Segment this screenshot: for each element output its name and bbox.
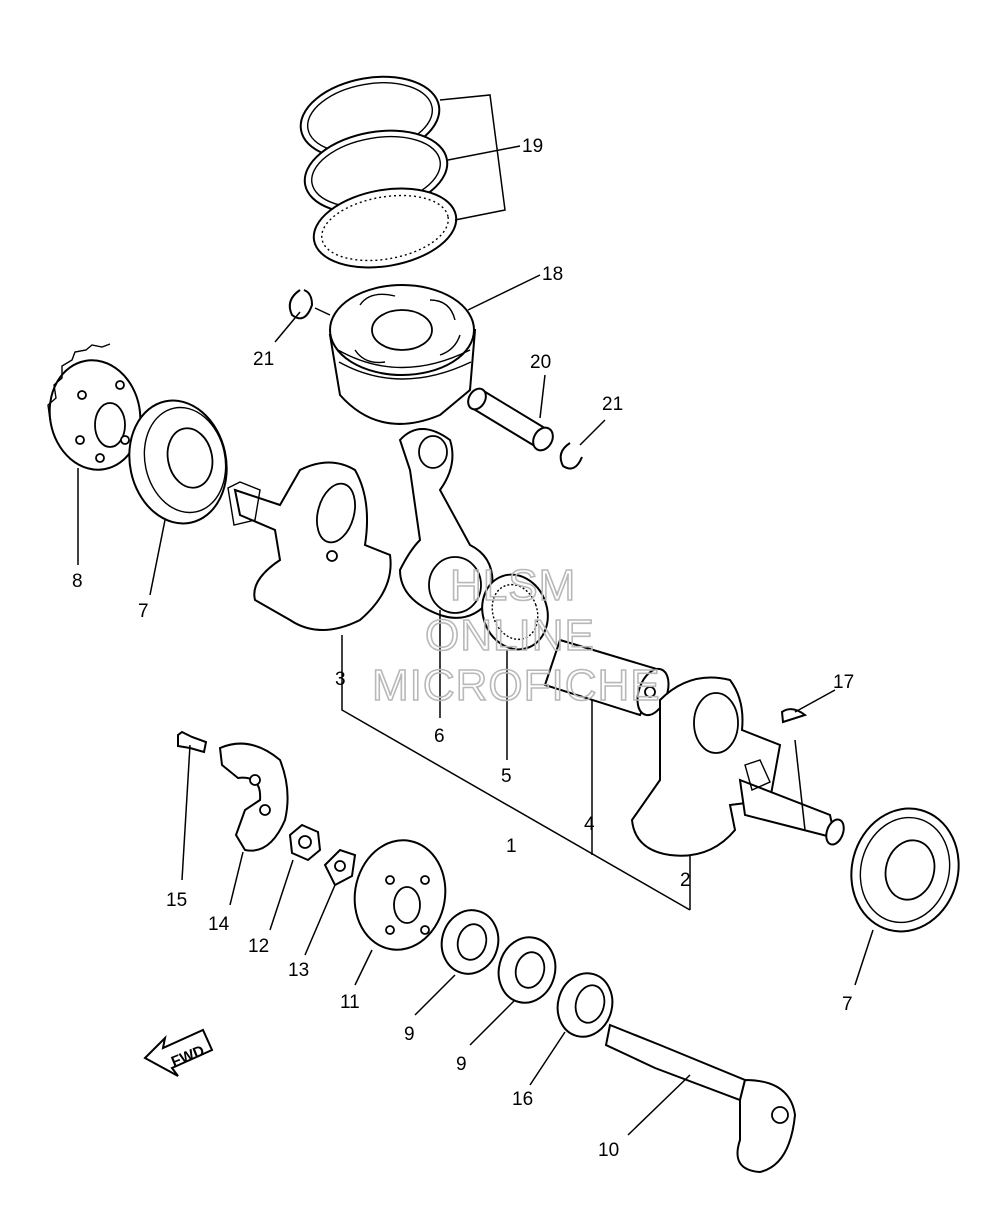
callout-8: 8 (72, 571, 83, 592)
piston-rings[interactable] (294, 66, 462, 277)
watermark: HLSM ONLINE MICROFICHE (371, 560, 661, 711)
needle-bearing[interactable] (551, 967, 620, 1043)
balancer-drive-gear[interactable] (346, 833, 454, 957)
watermark-line-2: ONLINE (425, 611, 595, 660)
callout-16: 16 (512, 1089, 533, 1110)
drive-gear[interactable] (41, 343, 149, 477)
watermark-line-3: MICROFICHE (372, 661, 661, 710)
callout-14: 14 (208, 914, 230, 935)
callout-12: 12 (248, 936, 269, 957)
main-bearing-left[interactable] (118, 391, 238, 532)
callout-11: 11 (340, 992, 360, 1013)
balancer-bolt[interactable] (177, 730, 208, 754)
balancer-bearing-1[interactable] (435, 904, 506, 980)
callout-3: 3 (335, 669, 346, 690)
crank-left[interactable] (227, 461, 392, 631)
callout-10: 10 (598, 1140, 619, 1161)
callout-6: 6 (434, 726, 445, 747)
piston-pin[interactable] (465, 385, 557, 453)
callout-1: 1 (506, 836, 517, 857)
piston[interactable] (328, 284, 477, 425)
balancer-weight[interactable] (218, 742, 289, 852)
lock-washer[interactable] (323, 848, 357, 887)
callout-7: 7 (138, 601, 149, 622)
circlip-left[interactable] (288, 289, 314, 320)
callout-labels: 19 18 21 20 21 8 7 3 6 5 1 4 2 17 7 15 1… (72, 136, 854, 1161)
callout-19: 19 (522, 136, 543, 157)
callout-15: 15 (166, 890, 187, 911)
callout-21: 21 (253, 349, 274, 370)
crank-right[interactable] (630, 676, 847, 857)
callout-4: 4 (584, 814, 595, 835)
nut[interactable] (288, 823, 322, 862)
balancer-bearing-2[interactable] (491, 931, 562, 1009)
woodruff-key[interactable] (780, 708, 808, 724)
watermark-line-1: HLSM (450, 561, 576, 610)
callout-7: 7 (842, 994, 853, 1015)
callout-2: 2 (680, 870, 691, 891)
callout-20: 20 (530, 352, 551, 373)
leader-lines (77, 94, 874, 1136)
connecting-rod[interactable] (398, 428, 494, 619)
main-bearing-right[interactable] (838, 796, 972, 943)
callout-17: 17 (833, 672, 854, 693)
callout-13: 13 (288, 960, 309, 981)
callout-5: 5 (501, 766, 512, 787)
callout-18: 18 (542, 264, 563, 285)
callout-21: 21 (602, 394, 623, 415)
balancer-shaft[interactable] (604, 1023, 797, 1174)
forward-direction-arrow: FWD (143, 1028, 214, 1077)
big-end-bearing[interactable] (472, 565, 558, 658)
circlip-right[interactable] (559, 442, 583, 470)
callout-9: 9 (456, 1054, 467, 1075)
callout-9: 9 (404, 1024, 415, 1045)
